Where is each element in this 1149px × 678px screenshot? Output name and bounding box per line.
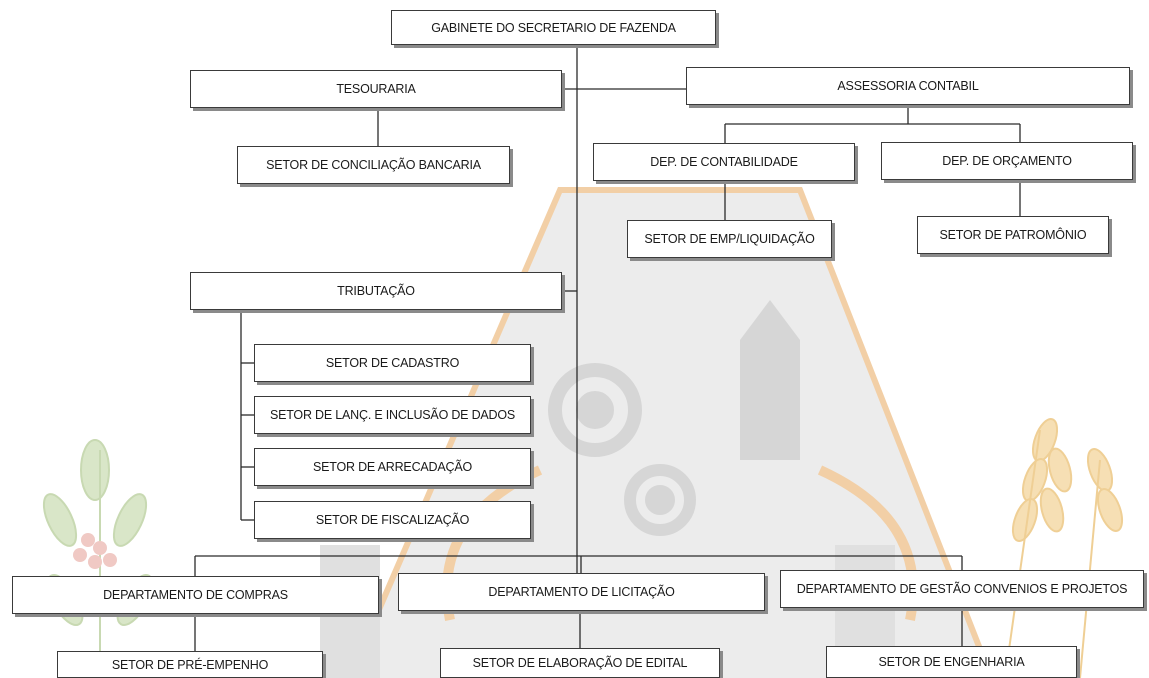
node-setor-arrecadacao: SETOR DE ARRECADAÇÃO (254, 448, 531, 486)
node-assessoria-contabil: ASSESSORIA CONTABIL (686, 67, 1130, 105)
node-gabinete: GABINETE DO SECRETARIO DE FAZENDA (391, 10, 716, 45)
node-setor-engenharia: SETOR DE ENGENHARIA (826, 646, 1077, 678)
coffee-berries-icon (73, 533, 117, 569)
node-dep-orcamento: DEP. DE ORÇAMENTO (881, 142, 1133, 180)
node-setor-cadastro: SETOR DE CADASTRO (254, 344, 531, 382)
node-setor-pre-empenho: SETOR DE PRÉ-EMPENHO (57, 651, 323, 678)
node-setor-lancamento: SETOR DE LANÇ. E INCLUSÃO DE DADOS (254, 396, 531, 434)
node-setor-conciliacao-bancaria: SETOR DE CONCILIAÇÃO BANCARIA (237, 146, 510, 184)
node-dep-contabilidade: DEP. DE CONTABILIDADE (593, 143, 855, 181)
node-tesouraria: TESOURARIA (190, 70, 562, 108)
node-departamento-licitacao: DEPARTAMENTO DE LICITAÇÃO (398, 573, 765, 611)
node-setor-fiscalizacao: SETOR DE FISCALIZAÇÃO (254, 501, 531, 539)
node-setor-elaboracao-edital: SETOR DE ELABORAÇÃO DE EDITAL (440, 648, 720, 678)
wheat-icon (1004, 418, 1124, 678)
node-tributacao: TRIBUTAÇÃO (190, 272, 562, 310)
node-departamento-convenios: DEPARTAMENTO DE GESTÃO CONVENIOS E PROJE… (780, 570, 1144, 608)
gear-icon (624, 464, 696, 536)
node-setor-patrimonio: SETOR DE PATROMÔNIO (917, 216, 1109, 254)
gear-icon (548, 363, 642, 457)
node-departamento-compras: DEPARTAMENTO DE COMPRAS (12, 576, 379, 614)
node-setor-emp-liquidacao: SETOR DE EMP/LIQUIDAÇÃO (627, 220, 832, 258)
